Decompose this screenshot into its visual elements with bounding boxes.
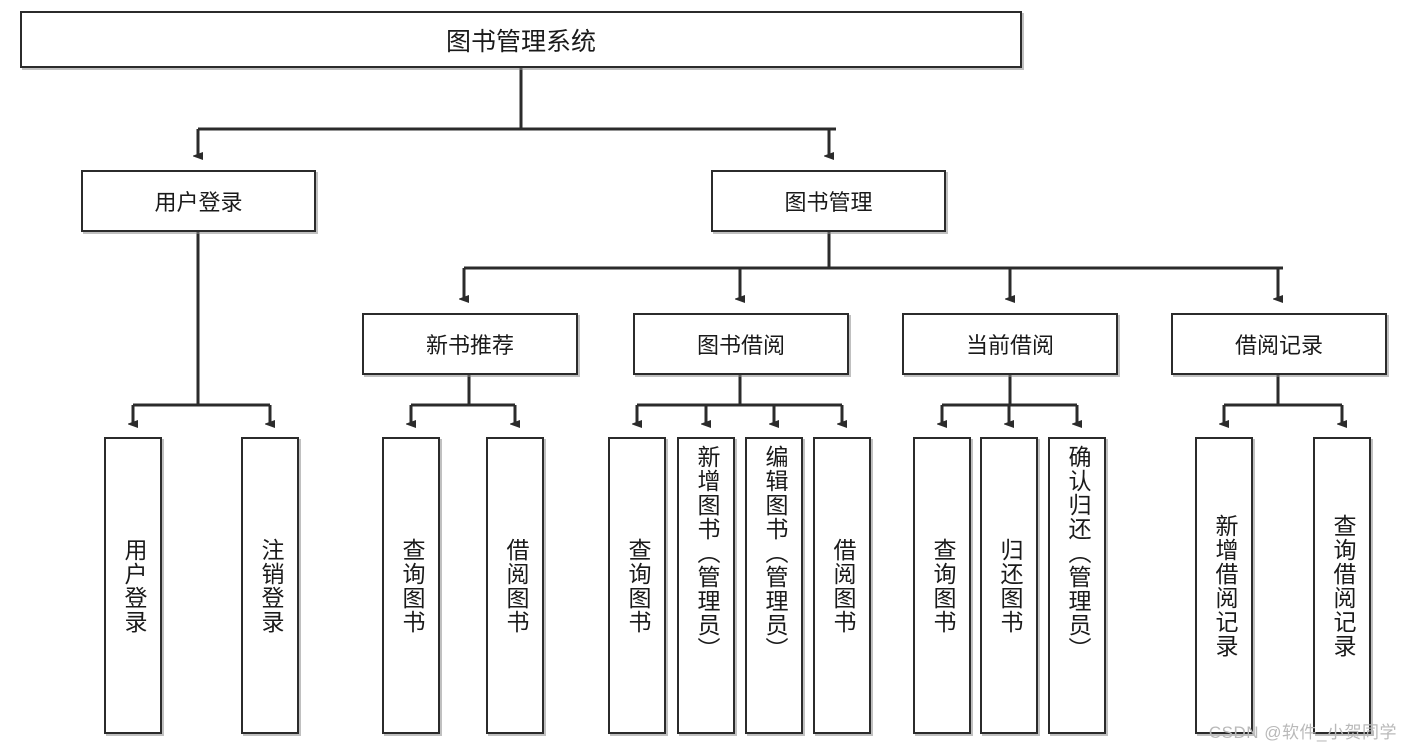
node-book-borrow-label: 图书借阅	[696, 333, 785, 358]
leaf-query-record[interactable]: 查询借阅记录	[1313, 437, 1371, 734]
leaf-query-book-2[interactable]: 查询图书	[608, 437, 666, 734]
leaf-logout-label: 注销登录	[257, 537, 284, 634]
node-new-book-rec[interactable]: 新书推荐	[362, 313, 578, 375]
leaf-borrow-book-1-label: 借阅图书	[502, 537, 529, 634]
node-new-book-rec-label: 新书推荐	[425, 333, 514, 358]
leaf-edit-book-label: 编辑图书（管理员）	[761, 445, 788, 661]
node-book-manage[interactable]: 图书管理	[711, 170, 946, 232]
leaf-add-book[interactable]: 新增图书（管理员）	[677, 437, 735, 734]
leaf-confirm-return[interactable]: 确认归还（管理员）	[1048, 437, 1106, 734]
node-current-borrow[interactable]: 当前借阅	[902, 313, 1118, 375]
leaf-add-record[interactable]: 新增借阅记录	[1195, 437, 1253, 734]
leaf-add-book-label: 新增图书（管理员）	[693, 445, 720, 661]
leaf-add-record-label: 新增借阅记录	[1211, 513, 1238, 658]
node-borrow-record-label: 借阅记录	[1234, 333, 1323, 358]
leaf-query-book-3-label: 查询图书	[929, 537, 956, 634]
leaf-query-book-1[interactable]: 查询图书	[382, 437, 440, 734]
leaf-borrow-book-1[interactable]: 借阅图书	[486, 437, 544, 734]
leaf-logout[interactable]: 注销登录	[241, 437, 299, 734]
leaf-edit-book[interactable]: 编辑图书（管理员）	[745, 437, 803, 734]
leaf-return-book-label: 归还图书	[996, 537, 1023, 634]
node-user-login[interactable]: 用户登录	[81, 170, 316, 232]
leaf-query-record-label: 查询借阅记录	[1329, 513, 1356, 658]
node-user-login-label: 用户登录	[154, 190, 243, 215]
leaf-query-book-2-label: 查询图书	[624, 537, 651, 634]
leaf-query-book-3[interactable]: 查询图书	[913, 437, 971, 734]
node-book-borrow[interactable]: 图书借阅	[633, 313, 849, 375]
leaf-query-book-1-label: 查询图书	[398, 537, 425, 634]
node-root[interactable]: 图书管理系统	[20, 11, 1022, 68]
node-borrow-record[interactable]: 借阅记录	[1171, 313, 1387, 375]
node-book-manage-label: 图书管理	[784, 190, 873, 215]
leaf-user-login[interactable]: 用户登录	[104, 437, 162, 734]
node-current-borrow-label: 当前借阅	[965, 333, 1054, 358]
leaf-user-login-label: 用户登录	[120, 537, 147, 634]
leaf-return-book[interactable]: 归还图书	[980, 437, 1038, 734]
node-root-label: 图书管理系统	[445, 27, 596, 56]
leaf-confirm-return-label: 确认归还（管理员）	[1064, 445, 1091, 661]
leaf-borrow-book-2-label: 借阅图书	[829, 537, 856, 634]
leaf-borrow-book-2[interactable]: 借阅图书	[813, 437, 871, 734]
